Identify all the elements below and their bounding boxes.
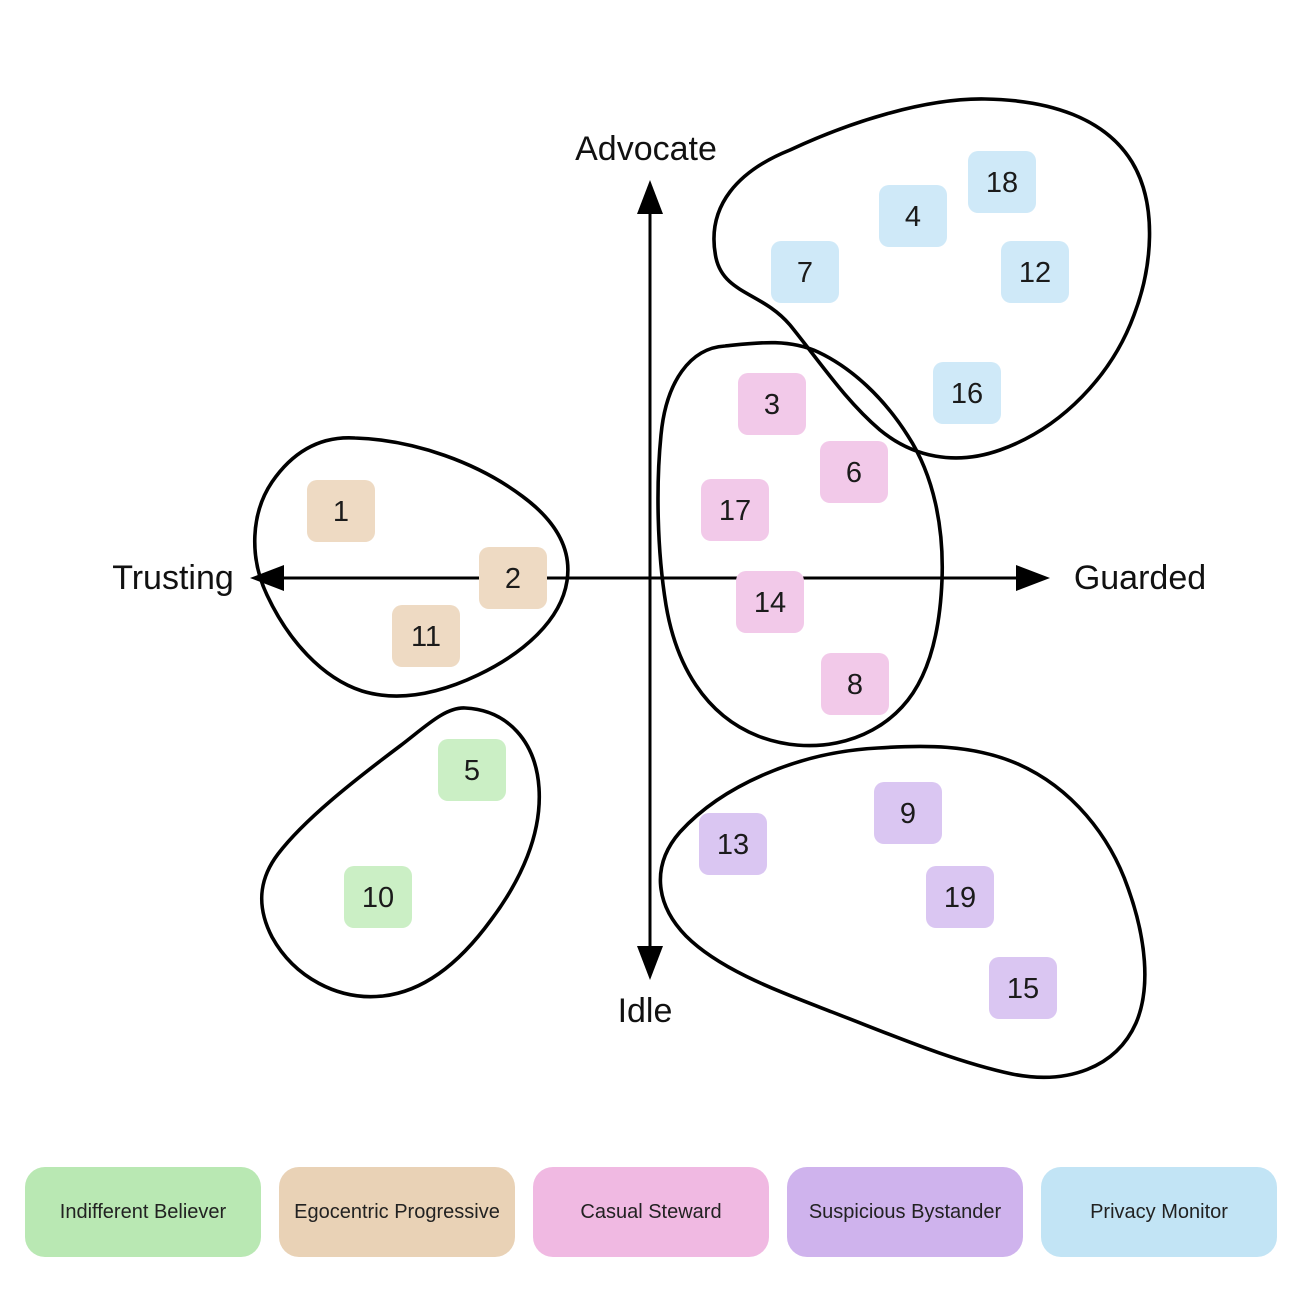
item-box-fill-19 (926, 866, 994, 928)
arrow-right-icon (1016, 565, 1050, 591)
legend-label: Privacy Monitor (1090, 1200, 1228, 1223)
item-box-fill-8 (821, 653, 889, 715)
arrow-left-icon (250, 565, 284, 591)
item-box-19: 19 (926, 866, 994, 928)
item-box-fill-14 (736, 571, 804, 633)
item-number-11: 11 (411, 621, 441, 653)
item-box-3: 3 (738, 373, 806, 435)
legend-label: Casual Steward (580, 1200, 722, 1223)
item-number-12: 12 (1019, 257, 1051, 289)
item-box-18: 18 (968, 151, 1036, 213)
casual-steward-cluster-outline (656, 340, 945, 748)
legend-label: Egocentric Progressive (294, 1200, 500, 1223)
legend-label: Suspicious Bystander (808, 1200, 1002, 1223)
item-number-14: 14 (754, 587, 786, 619)
item-number-18: 18 (986, 167, 1018, 199)
item-number-9: 9 (900, 798, 916, 830)
item-box-fill-3 (738, 373, 806, 435)
item-number-2: 2 (505, 563, 521, 595)
indifferent-believer-cluster-outline (259, 706, 542, 999)
legend-chip-indifferent-believer: Indifferent Believer (25, 1167, 261, 1257)
item-box-fill-2 (479, 547, 547, 609)
item-box-11: 11 (392, 605, 460, 667)
legend-chip-egocentric-progressive: Egocentric Progressive (279, 1167, 515, 1257)
item-box-fill-6 (820, 441, 888, 503)
item-number-13: 13 (717, 829, 749, 861)
item-box-fill-18 (968, 151, 1036, 213)
suspicious-bystander-cluster-outline (658, 744, 1147, 1079)
item-box-fill-10 (344, 866, 412, 928)
item-box-fill-17 (701, 479, 769, 541)
item-box-9: 9 (874, 782, 942, 844)
axis-label-guarded: Guarded (1074, 559, 1206, 597)
item-number-19: 19 (944, 882, 976, 914)
axes (250, 180, 1050, 980)
item-box-fill-16 (933, 362, 1001, 424)
item-number-10: 10 (362, 882, 394, 914)
legend-label: Indifferent Believer (59, 1200, 227, 1223)
item-box-1: 1 (307, 480, 375, 542)
privacy-monitor-cluster-outline (712, 97, 1152, 460)
legend-chip-privacy-monitor: Privacy Monitor (1041, 1167, 1277, 1257)
item-number-16: 16 (951, 378, 983, 410)
item-box-16: 16 (933, 362, 1001, 424)
item-box-13: 13 (699, 813, 767, 875)
item-box-8: 8 (821, 653, 889, 715)
item-box-15: 15 (989, 957, 1057, 1019)
item-box-fill-15 (989, 957, 1057, 1019)
item-number-15: 15 (1007, 973, 1039, 1005)
item-number-6: 6 (846, 457, 862, 489)
item-box-5: 5 (438, 739, 506, 801)
item-box-12: 12 (1001, 241, 1069, 303)
item-box-4: 4 (879, 185, 947, 247)
cluster-outlines-layer (253, 97, 1152, 1079)
item-number-1: 1 (333, 496, 349, 528)
arrow-up-icon (637, 180, 663, 214)
legend-chip-casual-steward: Casual Steward (533, 1167, 769, 1257)
item-box-fill-4 (879, 185, 947, 247)
legend-chip-suspicious-bystander: Suspicious Bystander (787, 1167, 1023, 1257)
axis-label-advocate: Advocate (575, 130, 717, 168)
item-number-3: 3 (764, 389, 780, 421)
item-box-17: 17 (701, 479, 769, 541)
item-box-fill-12 (1001, 241, 1069, 303)
item-box-7: 7 (771, 241, 839, 303)
item-number-4: 4 (905, 201, 921, 233)
axis-label-idle: Idle (618, 992, 673, 1030)
item-box-fill-11 (392, 605, 460, 667)
item-box-2: 2 (479, 547, 547, 609)
egocentric-progressive-cluster-outline (253, 436, 570, 698)
item-number-5: 5 (464, 755, 480, 787)
item-box-fill-13 (699, 813, 767, 875)
item-box-fill-1 (307, 480, 375, 542)
item-box-10: 10 (344, 866, 412, 928)
axis-label-trusting: Trusting (112, 559, 234, 597)
item-box-fill-7 (771, 241, 839, 303)
arrow-down-icon (637, 946, 663, 980)
item-box-6: 6 (820, 441, 888, 503)
item-box-14: 14 (736, 571, 804, 633)
item-box-fill-5 (438, 739, 506, 801)
item-box-fill-9 (874, 782, 942, 844)
legend: Indifferent Believer Egocentric Progress… (25, 1167, 1285, 1257)
item-number-17: 17 (719, 495, 751, 527)
item-number-8: 8 (847, 669, 863, 701)
item-number-7: 7 (797, 257, 813, 289)
